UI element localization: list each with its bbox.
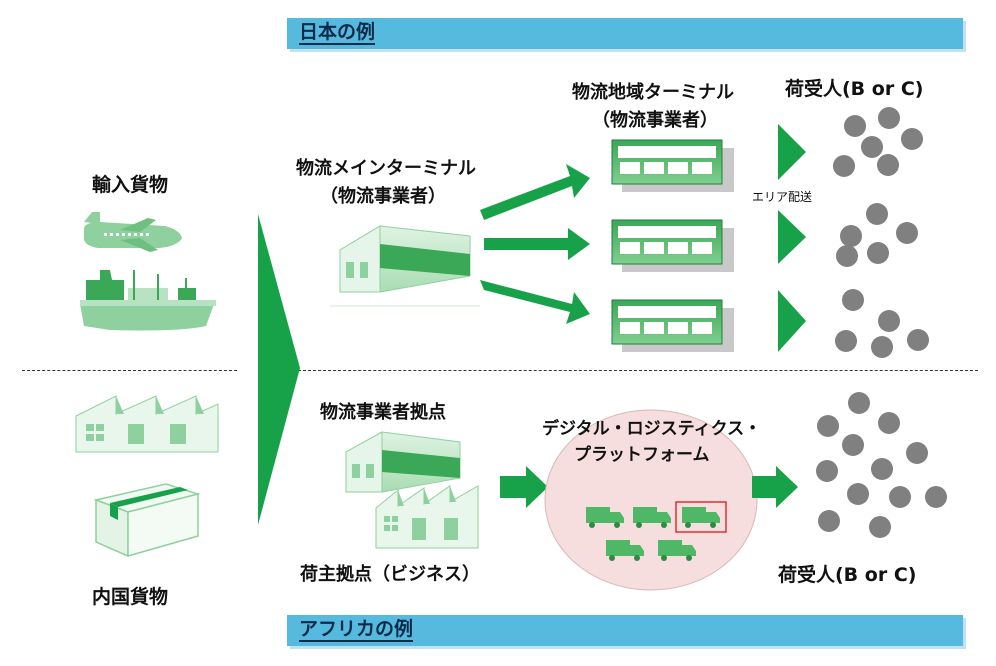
cardboard-box-icon [93, 483, 201, 558]
main-flow-chevron [258, 214, 300, 525]
recipient-label-top: 荷受人(B or C) [785, 78, 924, 100]
recipient-label-bottom: 荷受人(B or C) [778, 564, 917, 586]
recipient-dots-2 [836, 203, 918, 267]
delivery-chevron-3 [778, 290, 806, 352]
regional-terminal-1 [611, 139, 734, 192]
shipper-base-factory-icon [375, 485, 479, 549]
japan-example-title: 日本の例 [299, 21, 376, 45]
regional-terminal-2 [611, 219, 734, 272]
recipient-dots-bottom [816, 392, 947, 538]
africa-example-title: アフリカの例 [299, 618, 414, 642]
factory-icon [75, 395, 219, 453]
truck-icons [586, 507, 720, 561]
regional-terminal-3 [611, 299, 734, 352]
delivery-chevron-2 [778, 210, 806, 264]
africa-example-banner: アフリカの例 [287, 615, 963, 646]
recipient-dots-1 [833, 107, 923, 177]
imports-label: 輸入貨物 [92, 174, 169, 196]
delivery-chevron-1 [778, 124, 806, 180]
japan-example-banner: 日本の例 [287, 18, 963, 49]
from-platform-arrow [752, 466, 798, 508]
to-platform-arrow [500, 466, 548, 508]
platform-label-line2: プラットフォーム [574, 445, 710, 465]
main-terminal-operator: （物流事業者） [320, 186, 446, 207]
area-delivery-label: エリア配送 [752, 190, 813, 204]
main-to-regional-arrows [480, 164, 590, 324]
domestic-label: 内国貨物 [92, 586, 169, 608]
recipient-dots-3 [835, 289, 929, 358]
platform-circle [544, 409, 758, 591]
main-terminal-building-icon [330, 225, 480, 307]
regional-terminal-label: 物流地域ターミナル [572, 82, 734, 103]
airplane-icon [84, 212, 182, 252]
main-terminal-label: 物流メインターミナル [296, 158, 476, 179]
shipper-base-label: 荷主拠点（ビジネス） [300, 564, 480, 585]
operator-base-building-icon [345, 431, 461, 493]
separator-left [22, 370, 237, 371]
highlighted-truck-box [675, 501, 727, 533]
ship-icon [80, 270, 216, 331]
separator-right [298, 370, 978, 371]
platform-label-line1: デジタル・ロジスティクス・ [542, 419, 762, 439]
regional-terminal-operator: （物流事業者） [592, 110, 718, 131]
operator-base-label: 物流事業者拠点 [320, 402, 446, 423]
